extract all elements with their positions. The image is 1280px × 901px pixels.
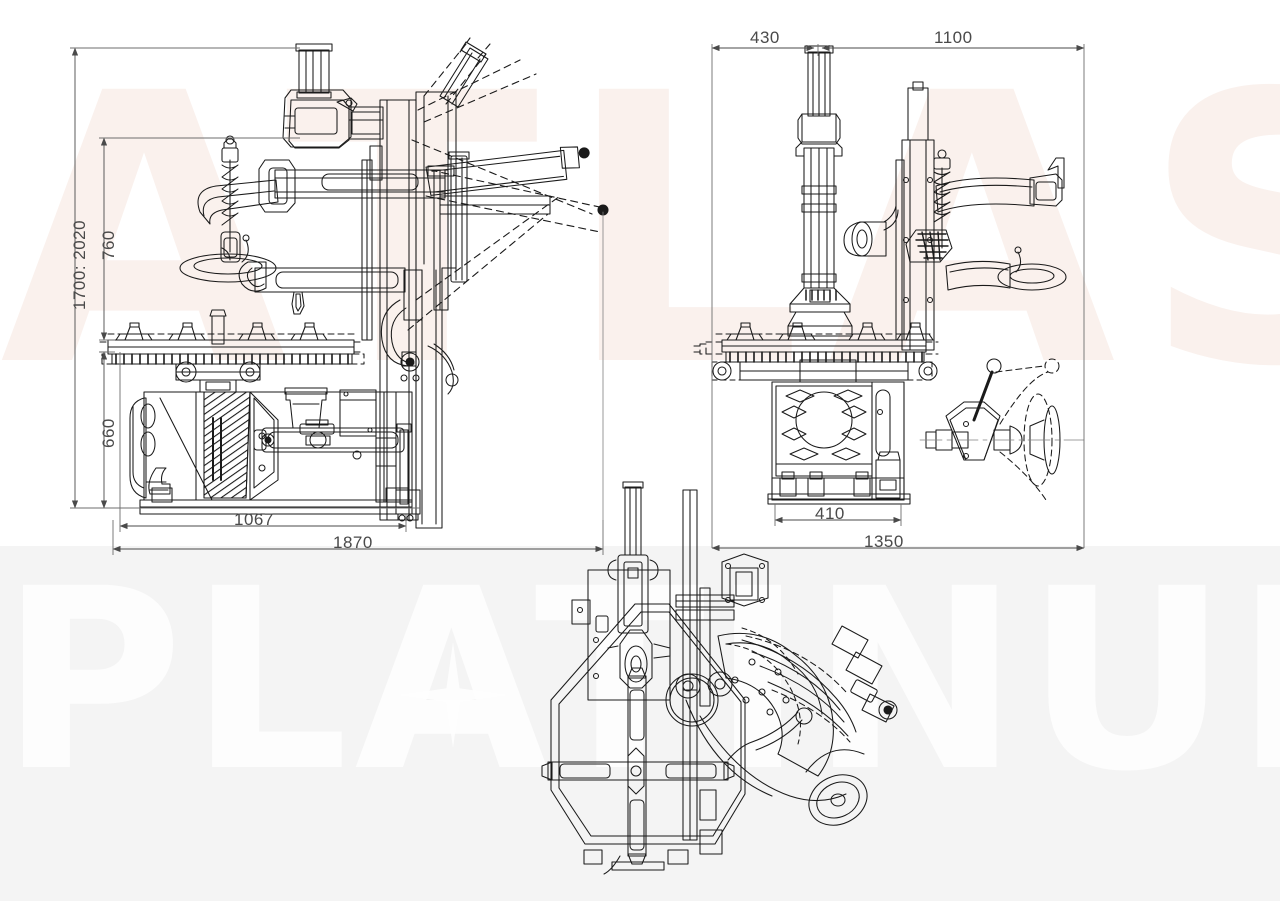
dim-label-column-offset: 430 bbox=[750, 28, 780, 47]
dim-label-arm-reach: 1100 bbox=[934, 28, 973, 47]
dim-label-overall-depth: 1870 bbox=[333, 533, 373, 552]
dim-label-upper-height: 760 bbox=[99, 230, 118, 260]
sparkle-icon bbox=[400, 642, 506, 748]
dim-label-overall-height-range: 1700: 2020 bbox=[70, 219, 89, 310]
dim-label-body-depth: 1067 bbox=[234, 510, 274, 529]
watermark-band-bottom bbox=[0, 546, 1280, 901]
dim-label-overall-width: 1350 bbox=[864, 532, 904, 551]
dim-label-lower-height: 660 bbox=[99, 418, 118, 448]
dim-label-base-width: 410 bbox=[815, 504, 845, 523]
watermark-atlas: ATLAS bbox=[0, 15, 1280, 448]
